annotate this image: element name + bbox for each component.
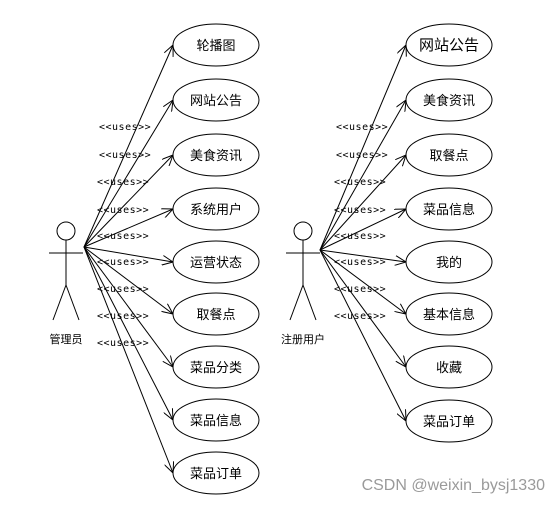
user-uses-label-2: <<uses>> — [334, 177, 386, 188]
admin-use-case-label-1: 网站公告 — [190, 94, 242, 109]
user-association-6 — [319, 249, 406, 367]
user-use-case-label-2: 取餐点 — [429, 148, 468, 164]
user-association-0 — [319, 45, 406, 251]
user-use-case-0: 网站公告 — [405, 23, 493, 67]
admin-association-1 — [83, 100, 173, 248]
admin-association-8 — [83, 246, 173, 473]
user-use-case-ellipse-7 — [405, 399, 493, 443]
admin-use-case-ellipse-2 — [172, 133, 260, 177]
actor-admin: 管理员 — [49, 221, 83, 346]
admin-use-case-7: 菜品信息 — [172, 398, 260, 442]
user-use-case-ellipse-3 — [405, 187, 493, 231]
admin-use-case-3: 系统用户 — [172, 187, 260, 231]
admin-use-case-ellipse-0 — [172, 23, 260, 67]
admin-use-case-label-4: 运营状态 — [190, 256, 242, 271]
user-association-5 — [319, 249, 406, 314]
admin-use-case-ellipse-3 — [172, 187, 260, 231]
admin-use-case-4: 运营状态 — [172, 240, 260, 284]
admin-use-case-ellipse-1 — [172, 78, 260, 122]
admin-use-case-6: 菜品分类 — [172, 345, 260, 389]
user-uses-label-1: <<uses>> — [336, 150, 388, 161]
user-use-case-label-3: 菜品信息 — [423, 202, 475, 218]
user-association-4 — [319, 249, 406, 262]
user-use-case-label-5: 基本信息 — [423, 307, 475, 323]
admin-association-0 — [83, 45, 173, 248]
admin-use-case-2: 美食资讯 — [172, 133, 260, 177]
admin-use-case-8: 菜品订单 — [172, 451, 260, 495]
user-use-case-ellipse-5 — [405, 292, 493, 336]
user-association-1 — [319, 100, 406, 251]
user-use-case-label-6: 收藏 — [436, 361, 462, 376]
admin-use-case-label-7: 菜品信息 — [190, 413, 242, 429]
user-use-case-ellipse-1 — [405, 78, 493, 122]
user-use-case-1: 美食资讯 — [405, 78, 493, 122]
user-uses-label-7: <<uses>> — [334, 311, 386, 322]
user-association-2 — [319, 155, 406, 251]
user-association-3 — [319, 209, 406, 251]
admin-use-case-ellipse-7 — [172, 398, 260, 442]
admin-association-5 — [83, 246, 173, 314]
admin-uses-label-6: <<uses>> — [97, 284, 149, 295]
admin-uses-label-2: <<uses>> — [97, 177, 149, 188]
admin-use-case-label-2: 美食资讯 — [190, 148, 242, 164]
user-use-case-label-4: 我的 — [436, 255, 462, 271]
user-use-case-ellipse-4 — [405, 240, 493, 284]
user-uses-label-5: <<uses>> — [334, 257, 386, 268]
user-uses-label-6: <<uses>> — [334, 284, 386, 295]
user-use-case-4: 我的 — [405, 240, 493, 284]
admin-uses-label-8: <<uses>> — [97, 338, 149, 349]
user-use-case-label-7: 菜品订单 — [423, 415, 475, 430]
admin-use-case-label-6: 菜品分类 — [190, 361, 242, 376]
user-uses-label-0: <<uses>> — [336, 122, 388, 133]
user-use-case-label-0: 网站公告 — [419, 36, 479, 54]
admin-use-case-label-3: 系统用户 — [190, 202, 242, 218]
admin-uses-label-7: <<uses>> — [97, 311, 149, 322]
admin-uses-label-5: <<uses>> — [97, 257, 149, 268]
admin-use-case-1: 网站公告 — [172, 78, 260, 122]
actor-user-label: 注册用户 — [281, 332, 325, 346]
admin-use-case-ellipse-8 — [172, 451, 260, 495]
admin-association-7 — [83, 246, 173, 420]
user-use-case-ellipse-2 — [405, 133, 493, 177]
admin-use-case-ellipse-6 — [172, 345, 260, 389]
user-uses-label-3: <<uses>> — [334, 205, 386, 216]
watermark: CSDN @weixin_bysj1330 — [362, 477, 546, 494]
actor-admin-label: 管理员 — [50, 332, 83, 346]
user-use-case-ellipse-0 — [405, 23, 493, 67]
user-association-7 — [319, 249, 406, 421]
user-use-case-3: 菜品信息 — [405, 187, 493, 231]
user-uses-label-4: <<uses>> — [334, 231, 386, 242]
admin-use-case-label-0: 轮播图 — [196, 39, 235, 54]
admin-use-case-label-5: 取餐点 — [196, 307, 235, 323]
user-use-case-7: 菜品订单 — [405, 399, 493, 443]
admin-association-3 — [83, 209, 173, 248]
admin-use-case-ellipse-4 — [172, 240, 260, 284]
admin-use-case-ellipse-5 — [172, 292, 260, 336]
admin-uses-label-1: <<uses>> — [99, 150, 151, 161]
user-use-case-2: 取餐点 — [405, 133, 493, 177]
admin-association-6 — [83, 246, 173, 367]
admin-association-4 — [83, 246, 173, 262]
admin-uses-label-0: <<uses>> — [99, 122, 151, 133]
user-use-case-5: 基本信息 — [405, 292, 493, 336]
admin-uses-label-4: <<uses>> — [97, 231, 149, 242]
user-use-case-ellipse-6 — [405, 345, 493, 389]
user-use-case-6: 收藏 — [405, 345, 493, 389]
admin-uses-label-3: <<uses>> — [97, 205, 149, 216]
user-use-case-label-1: 美食资讯 — [423, 93, 475, 109]
admin-use-case-label-8: 菜品订单 — [190, 467, 242, 482]
actor-user: 注册用户 — [281, 221, 325, 346]
admin-use-case-0: 轮播图 — [172, 23, 260, 67]
admin-use-case-5: 取餐点 — [172, 292, 260, 336]
admin-association-2 — [83, 155, 173, 248]
